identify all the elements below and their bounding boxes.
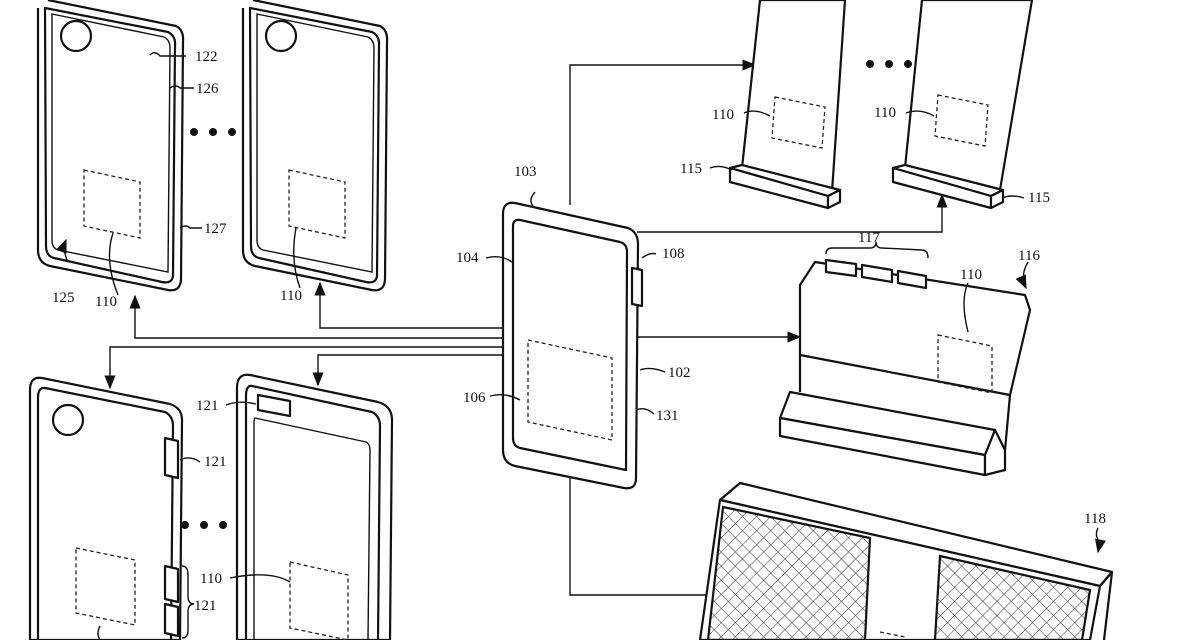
label-121: 121: [196, 398, 219, 414]
label-126: 126: [196, 81, 219, 97]
button-108: [630, 266, 644, 308]
button-121-lower-a: [163, 564, 180, 604]
label-125: 125: [52, 290, 75, 306]
label-131: 131: [656, 408, 679, 424]
connector-arrows: [104, 59, 948, 601]
label-110: 110: [712, 107, 734, 123]
label-116: 116: [1018, 248, 1040, 264]
contact-117a: [824, 258, 858, 278]
label-104: 104: [456, 250, 479, 266]
coil-region: [83, 169, 141, 239]
label-110: 110: [95, 294, 117, 310]
phone-case-top-left: 122 126 127 125 110: [36, 0, 227, 310]
electronic-device: 103 104 108 102 106 131: [456, 164, 691, 490]
label-110: 110: [280, 288, 302, 304]
label-117: 117: [858, 230, 880, 246]
stand-right: 110 115: [874, 0, 1050, 210]
label-127: 127: [204, 221, 227, 237]
ellipsis-dots-bottom: [181, 521, 227, 529]
label-121: 121: [204, 454, 227, 470]
label-103: 103: [514, 164, 537, 180]
label-118: 118: [1084, 511, 1106, 527]
label-121: 121: [194, 598, 217, 614]
label-110: 110: [874, 105, 896, 121]
label-122: 122: [195, 49, 218, 65]
label-115: 115: [680, 161, 702, 177]
button-121-side: [163, 436, 180, 480]
label-115: 115: [1028, 190, 1050, 206]
ellipsis-dots: [190, 128, 236, 136]
label-106: 106: [463, 390, 486, 406]
label-102: 102: [668, 365, 691, 381]
button-121-lower-b: [163, 602, 180, 638]
contact-117b: [860, 263, 894, 284]
camera-ring: [59, 19, 93, 53]
label-110: 110: [200, 571, 222, 587]
button-121-top: [256, 393, 292, 418]
phone-case-bottom-right: 121 110: [196, 373, 394, 640]
ellipsis-dots-stands: [866, 60, 912, 68]
phone-case-bottom-left: 121 121: [28, 376, 227, 640]
charging-dock: 117 116 110: [778, 230, 1040, 477]
contact-117c: [896, 269, 928, 290]
charging-mat: 118: [698, 481, 1114, 640]
phone-case-top-right: 110: [241, 0, 389, 304]
stand-left: 110 115: [680, 0, 847, 210]
label-110: 110: [960, 267, 982, 283]
label-108: 108: [662, 246, 685, 262]
